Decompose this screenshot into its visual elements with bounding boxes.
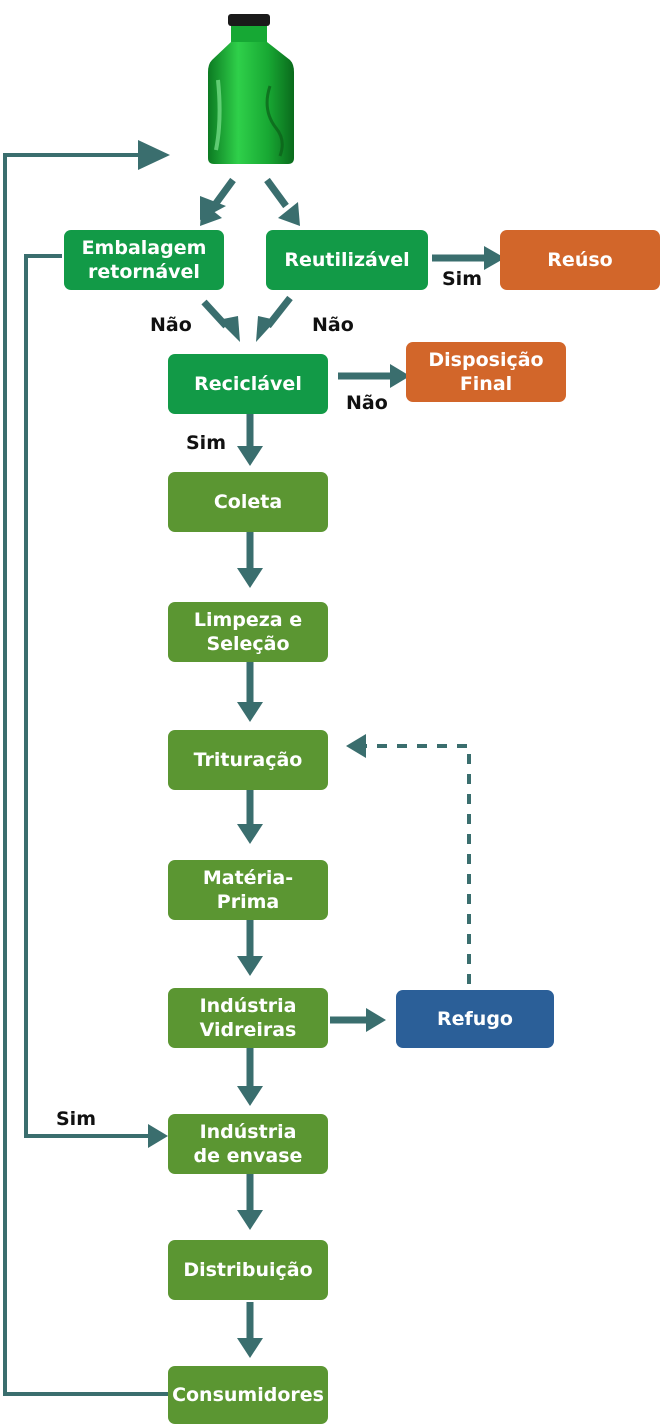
refugo-return-dashed: [362, 744, 471, 984]
node-reciclavel: Reciclável: [168, 354, 328, 414]
label-nao-disposicao: Não: [346, 392, 388, 414]
loop-lines: [3, 153, 170, 1396]
node-disposicao-final: Disposição Final: [406, 342, 566, 402]
node-distribuicao: Distribuição: [168, 1240, 328, 1300]
connector-arrows: [201, 177, 485, 1344]
node-consumidores: Consumidores: [168, 1366, 328, 1424]
node-reuso: Reúso: [500, 230, 660, 290]
label-sim-reciclavel: Sim: [186, 432, 226, 454]
green-glass-bottle-icon: [208, 14, 294, 164]
node-reutilizavel: Reutilizável: [266, 230, 428, 290]
arrowheads: [138, 140, 505, 1358]
node-industria-envase: Indústria de envase: [168, 1114, 328, 1174]
label-nao-embalagem: Não: [150, 314, 192, 336]
label-nao-reutilizavel: Não: [312, 314, 354, 336]
node-refugo: Refugo: [396, 990, 554, 1048]
node-materia-prima: Matéria-Prima: [168, 860, 328, 920]
label-sim-envase: Sim: [56, 1108, 96, 1130]
node-limpeza-selecao: Limpeza e Seleção: [168, 602, 328, 662]
node-industria-vidreiras: Indústria Vidreiras: [168, 988, 328, 1048]
node-embalagem-retornavel: Embalagem retornável: [64, 230, 224, 290]
node-trituracao: Trituração: [168, 730, 328, 790]
label-sim-reuso: Sim: [442, 268, 482, 290]
node-coleta: Coleta: [168, 472, 328, 532]
